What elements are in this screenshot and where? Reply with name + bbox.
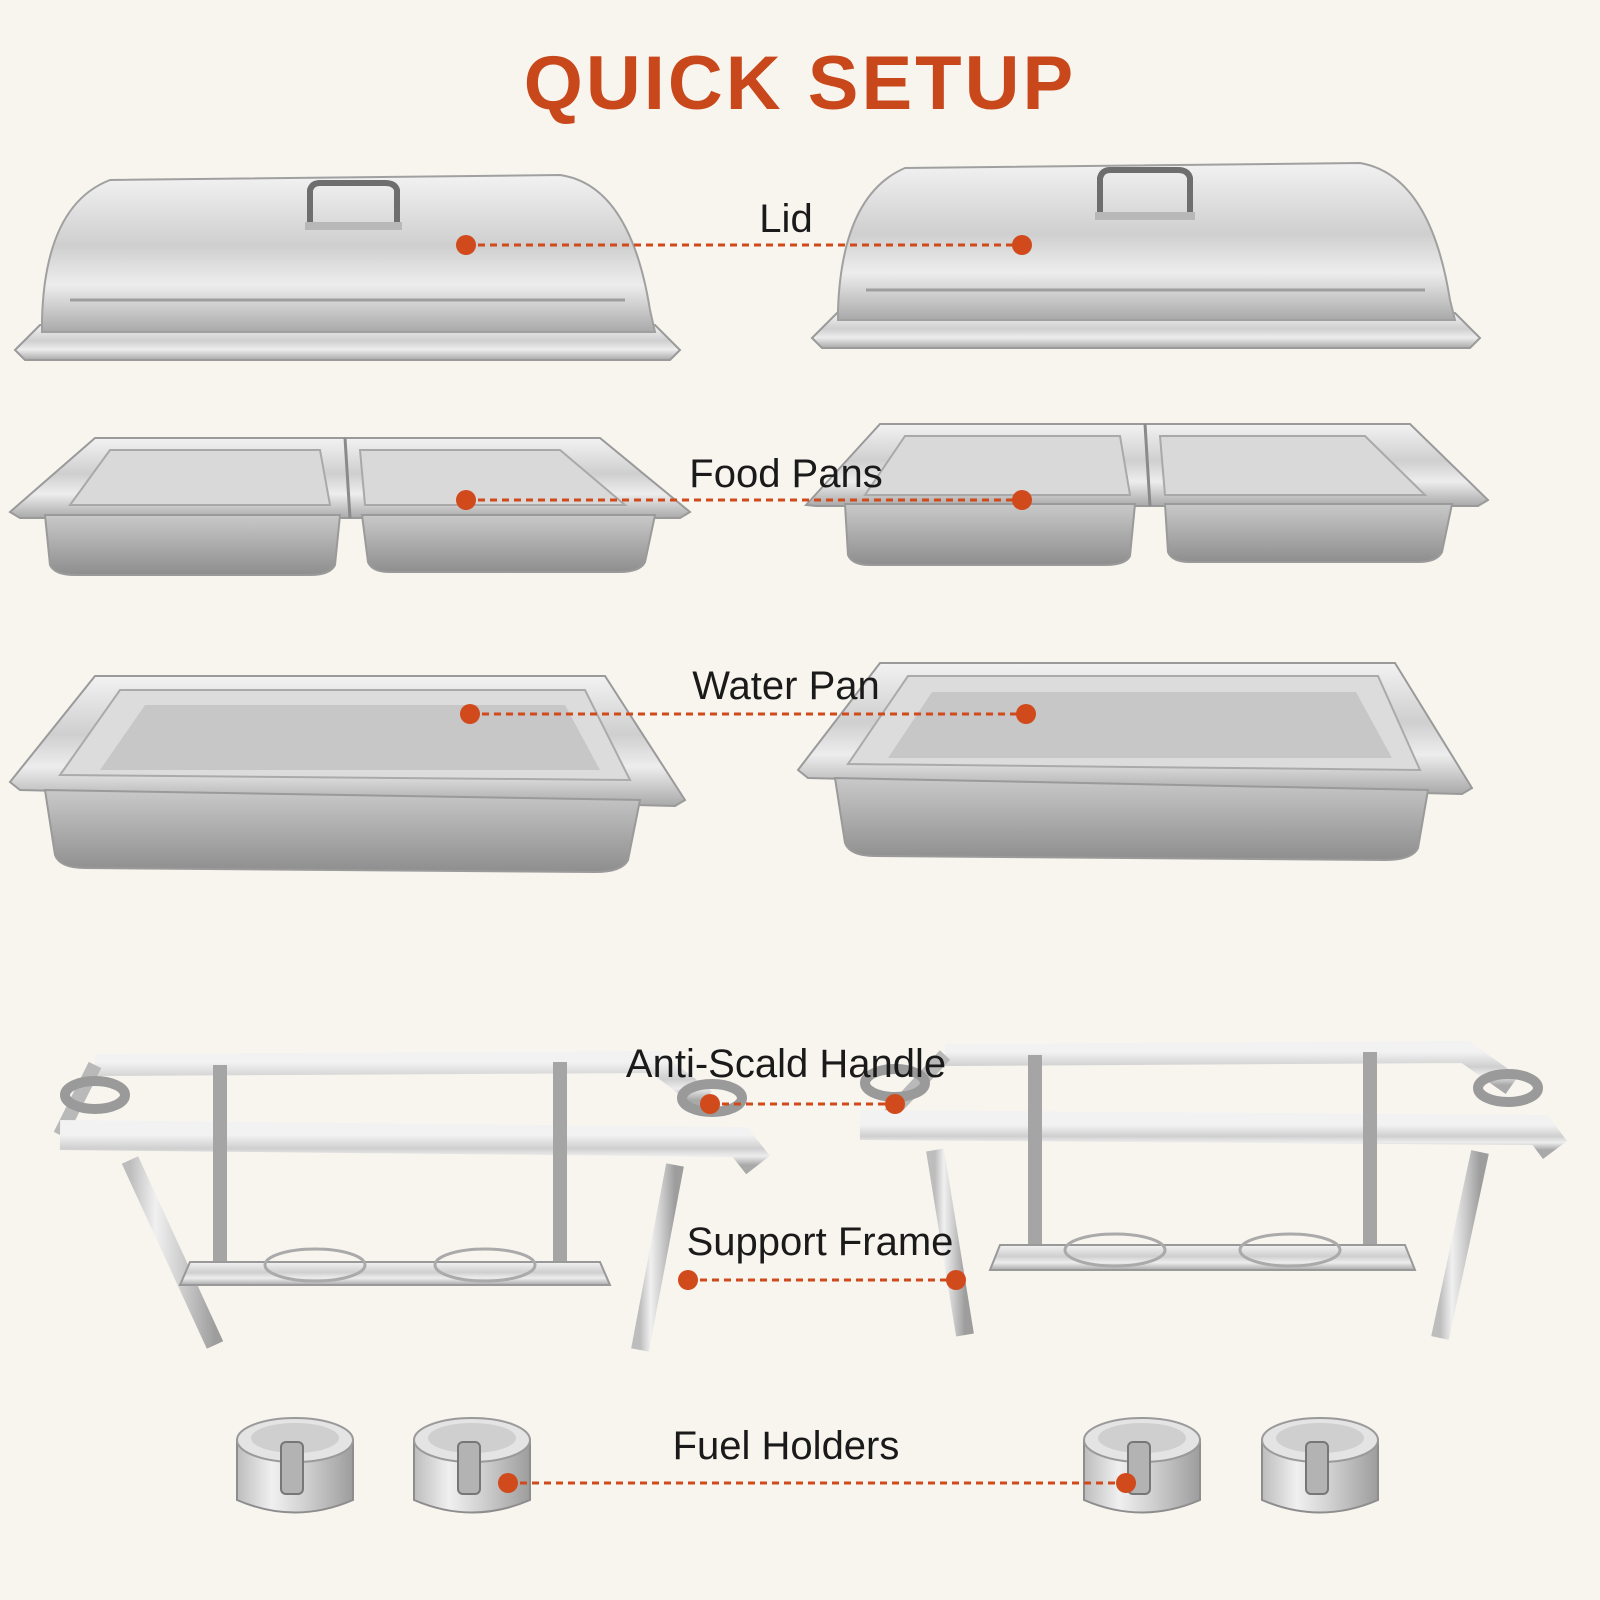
page-title: QUICK SETUP <box>523 41 1077 126</box>
callout-dot-food-pans-right <box>1012 490 1032 510</box>
food-pans-left <box>8 437 692 576</box>
fuel-canister-icon <box>1083 1417 1201 1514</box>
fuel-canister-icon <box>236 1417 354 1514</box>
support-frame-right <box>859 1040 1567 1340</box>
label-water-pan: Water Pan <box>692 664 880 708</box>
callout-dot-support-frame-left <box>678 1270 698 1290</box>
lid-right <box>810 161 1482 349</box>
food-pans-right <box>803 423 1490 566</box>
label-lid: Lid <box>759 197 813 241</box>
lid-left <box>13 173 682 361</box>
label-fuel-holders: Fuel Holders <box>672 1424 900 1468</box>
support-frame-left <box>53 1050 770 1352</box>
fuel-canister-icon <box>413 1417 531 1514</box>
label-food-pans: Food Pans <box>689 452 883 496</box>
callout-dot-anti-scald-handle-left <box>700 1094 720 1114</box>
fuel-canister-icon <box>1261 1417 1379 1514</box>
water-pan-right <box>796 662 1474 862</box>
water-pan-left <box>8 675 687 874</box>
label-anti-scald-handle: Anti-Scald Handle <box>625 1042 947 1086</box>
callout-dot-anti-scald-handle-right <box>885 1094 905 1114</box>
callout-dot-lid-left <box>456 235 476 255</box>
fuel-holders-group <box>236 1417 1379 1514</box>
callout-lines <box>456 235 1136 1493</box>
callout-dot-lid-right <box>1012 235 1032 255</box>
callout-dot-water-pan-left <box>460 704 480 724</box>
callout-dot-fuel-holders-right <box>1116 1473 1136 1493</box>
callout-dot-fuel-holders-left <box>498 1473 518 1493</box>
callout-dot-food-pans-left <box>456 490 476 510</box>
label-support-frame: Support Frame <box>686 1220 954 1264</box>
callout-dot-water-pan-right <box>1016 704 1036 724</box>
callout-dot-support-frame-right <box>946 1270 966 1290</box>
